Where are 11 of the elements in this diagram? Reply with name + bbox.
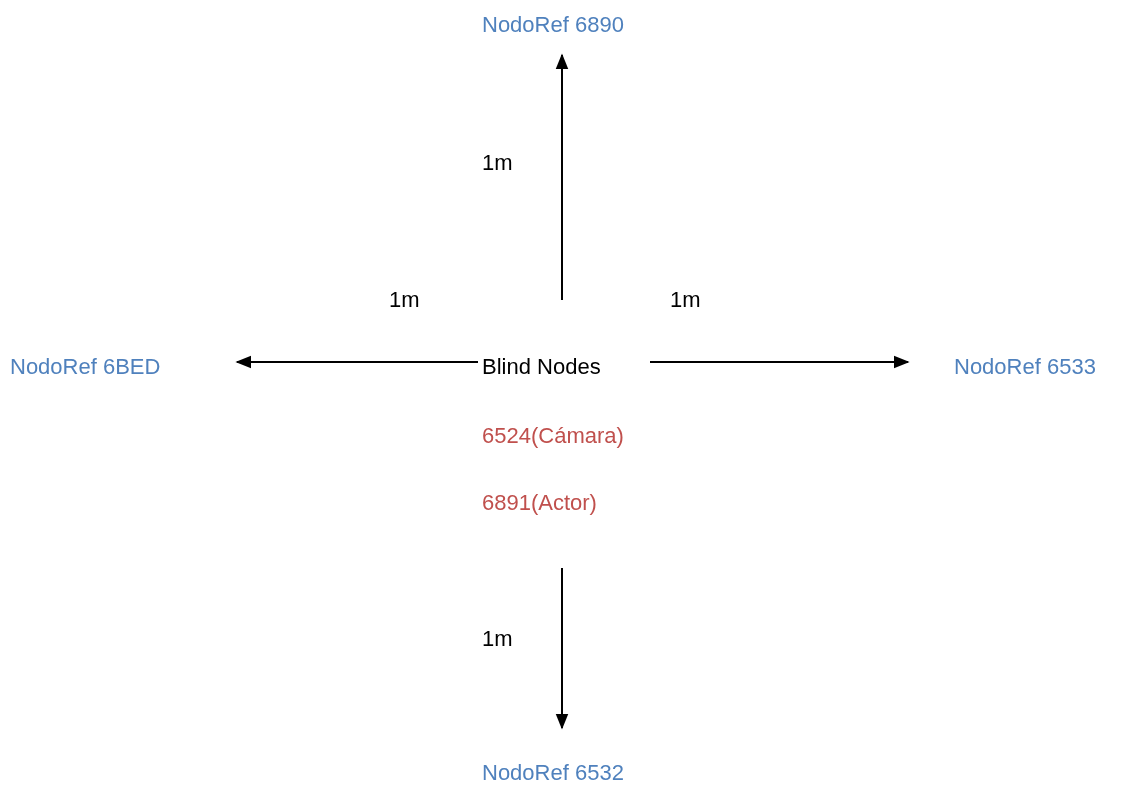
reference-node-label: NodoRef 6533 (954, 354, 1096, 380)
node-id-label: 6524(Cámara) (482, 423, 624, 449)
reference-node-label: NodoRef 6532 (482, 760, 624, 786)
arrow (555, 53, 569, 301)
arrow (235, 355, 479, 369)
reference-node-label: NodoRef 6BED (10, 354, 161, 380)
node-label: Blind Nodes (482, 354, 601, 380)
arrow (555, 567, 569, 730)
arrow (649, 355, 910, 369)
node-id-label: 6891(Actor) (482, 490, 597, 516)
reference-node-label: NodoRef 6890 (482, 12, 624, 38)
